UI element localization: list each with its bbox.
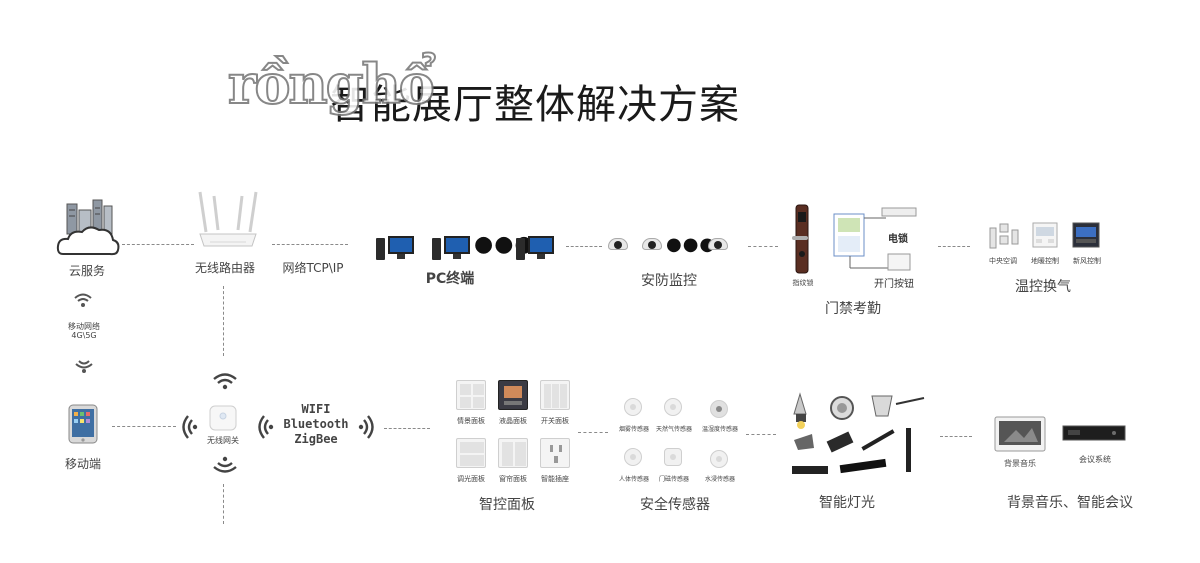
- central-ac-icon: [989, 223, 1019, 249]
- switch-panel-label: 开关面板: [541, 417, 569, 425]
- camera-icon: [642, 238, 662, 252]
- smart-lock-icon: [792, 204, 809, 274]
- page-title: 智能展厅整体解决方案: [330, 82, 740, 128]
- motion-sensor-icon: [624, 448, 642, 466]
- pc-icon: [376, 236, 416, 260]
- door-button-label: 开门按钮: [874, 279, 914, 290]
- mobile-phone-icon: [68, 404, 98, 444]
- link-router-gateway: [223, 286, 224, 356]
- door-sensor-icon: [664, 448, 682, 466]
- cloud-server-icon: [56, 199, 120, 256]
- smart-light-label: 智能灯光: [819, 495, 875, 511]
- watermark: rồnghổ: [227, 51, 436, 117]
- scene-panel-icon: [456, 380, 486, 410]
- link-protocol-panel: [384, 428, 430, 429]
- gateway-icon: [209, 405, 237, 431]
- link-light-music: [940, 436, 972, 437]
- camera-icon: [708, 238, 728, 252]
- lcd-panel-label: 液晶面板: [499, 417, 527, 425]
- security-monitor-label: 安防监控: [641, 273, 697, 289]
- router-label: 无线路由器: [194, 261, 255, 275]
- pc-icon: [432, 236, 472, 260]
- smart-socket-label: 智能插座: [541, 475, 569, 483]
- water-sensor-icon: [710, 450, 728, 468]
- link-camera-access: [748, 246, 778, 247]
- link-gateway-down: [223, 484, 224, 524]
- access-terminal-icon: [833, 207, 917, 271]
- background-music-label: 背景音乐: [1004, 459, 1036, 468]
- wifi-icon: [213, 373, 237, 390]
- temp-humidity-sensor-icon: [710, 400, 728, 418]
- signal-down-icon: [75, 360, 93, 373]
- link-mobile-gateway: [112, 426, 176, 427]
- smoke-sensor-label: 烟雾传感器: [618, 426, 649, 433]
- ellipsis-icon: ●●●: [666, 234, 717, 255]
- link-pc-camera: [566, 246, 602, 247]
- switch-panel-icon: [540, 380, 570, 410]
- security-sensor-label: 安全传感器: [640, 497, 710, 513]
- curtain-panel-icon: [498, 438, 528, 468]
- cloud-service-label: 云服务: [68, 264, 105, 278]
- link-panel-sensor: [578, 432, 608, 433]
- mobile-network-label: 移动网络: [68, 322, 100, 331]
- central-ac-label: 中央空调: [989, 257, 1017, 265]
- fresh-air-label: 新风控制: [1073, 257, 1101, 265]
- signal-down-icon: [213, 456, 237, 473]
- scene-panel-label: 情景面板: [457, 417, 485, 425]
- music-meeting-label: 背景音乐、智能会议: [1007, 495, 1133, 511]
- access-control-label: 门禁考勤: [825, 301, 881, 317]
- protocol-wifi: WIFI: [301, 402, 331, 416]
- mobile-network-sub-label: 4G\5G: [71, 331, 97, 340]
- electric-lock-label: 电锁: [888, 234, 908, 245]
- door-sensor-label: 门磁传感器: [658, 476, 689, 483]
- gateway-label: 无线网关: [207, 436, 239, 445]
- protocol-zigbee: ZigBee: [294, 432, 338, 446]
- conference-system-label: 会议系统: [1079, 455, 1111, 464]
- fresh-air-icon: [1072, 222, 1100, 248]
- link-cloud-router: [122, 244, 194, 245]
- smoke-sensor-icon: [624, 398, 642, 416]
- camera-icon: [608, 238, 628, 252]
- motion-sensor-label: 人体传感器: [618, 476, 649, 483]
- hvac-label: 温控换气: [1015, 279, 1071, 295]
- fingerprint-lock-label: 指纹锁: [792, 279, 814, 287]
- signal-left-icon: [182, 415, 198, 439]
- link-sensor-light: [746, 434, 776, 435]
- protocol-bluetooth: Bluetooth: [283, 417, 349, 431]
- pc-icon: [516, 236, 556, 260]
- smart-lights-icon: [792, 392, 925, 474]
- wifi-icon: [74, 293, 92, 307]
- lcd-panel-icon: [498, 380, 528, 410]
- gas-sensor-icon: [664, 398, 682, 416]
- gas-sensor-label: 天然气传感器: [655, 426, 692, 433]
- link-router-network: [272, 244, 348, 245]
- smart-panel-label: 智控面板: [479, 497, 535, 513]
- floor-heating-label: 地暖控制: [1031, 257, 1059, 265]
- mobile-label: 移动端: [64, 457, 101, 471]
- signal-left-icon: [258, 415, 274, 439]
- water-sensor-label: 水浸传感器: [704, 476, 735, 483]
- signal-right-icon: [358, 415, 374, 439]
- floor-heating-icon: [1032, 222, 1058, 248]
- dimmer-panel-label: 调光面板: [457, 475, 485, 483]
- curtain-panel-label: 窗帘面板: [499, 475, 527, 483]
- link-access-hvac: [938, 246, 970, 247]
- network-label: 网络TCP\IP: [282, 261, 344, 275]
- background-music-icon: [994, 416, 1046, 452]
- temp-humidity-sensor-label: 温湿度传感器: [701, 426, 738, 433]
- pc-terminal-label: PC终端: [425, 271, 475, 287]
- conference-system-icon: [1062, 425, 1126, 441]
- dimmer-panel-icon: [456, 438, 486, 468]
- smart-socket-icon: [540, 438, 570, 468]
- router-icon: [198, 191, 258, 247]
